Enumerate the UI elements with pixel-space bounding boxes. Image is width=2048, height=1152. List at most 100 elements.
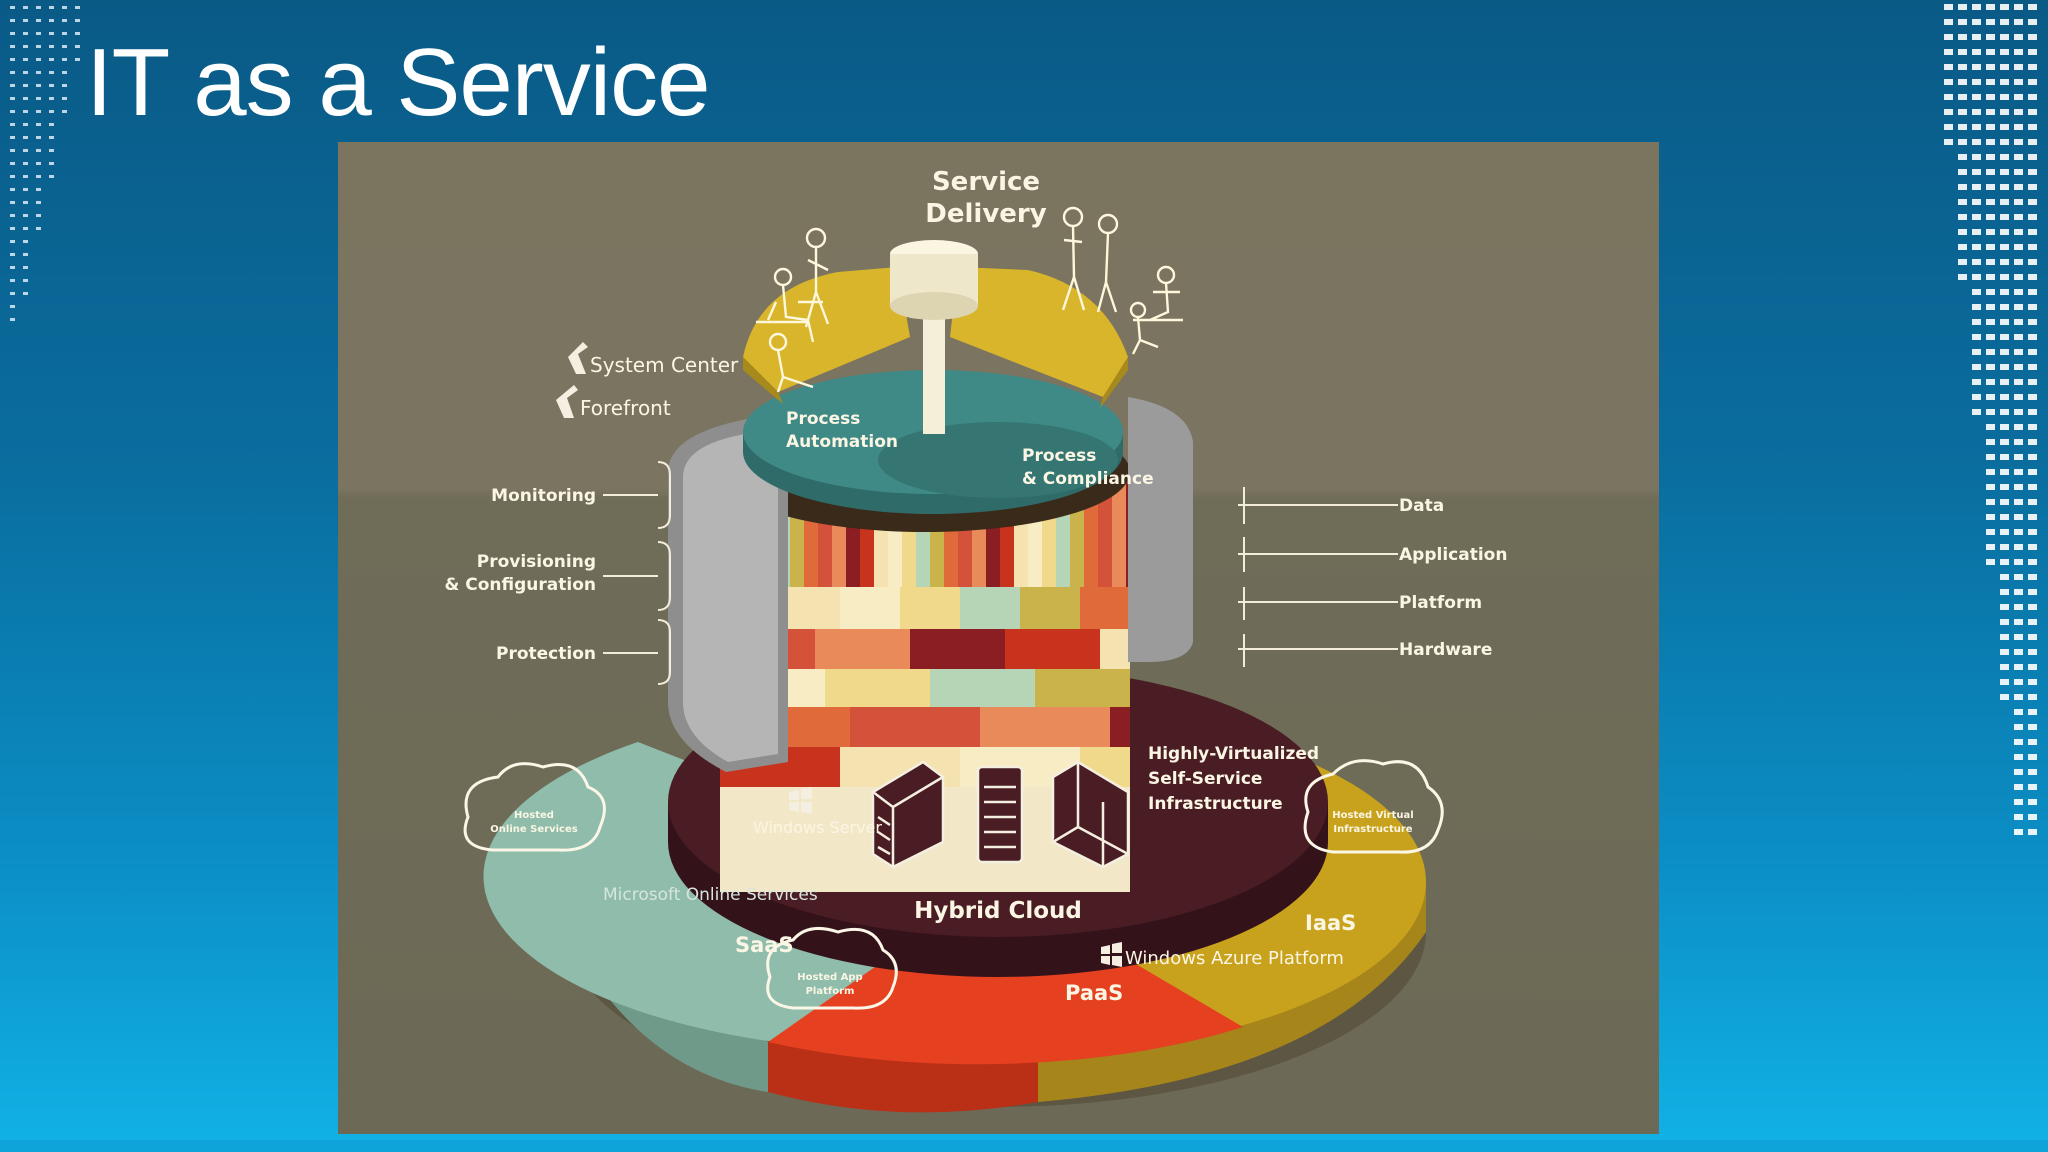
dot [2014,754,2023,760]
dot [36,201,41,204]
dot [49,58,54,61]
dot [36,6,41,9]
dot [1972,349,1981,355]
process-compliance-label-2: & Compliance [1022,469,1154,489]
dot [2014,724,2023,730]
person-icon-left [804,227,830,328]
dot [2028,694,2037,700]
dot [1958,49,1967,55]
dot [2000,34,2009,40]
dot [2000,574,2009,580]
dot [62,19,67,22]
person-icon-left-desk [756,267,823,343]
dot [1972,229,1981,235]
dot [2014,574,2023,580]
dot [2000,694,2009,700]
dot [2014,349,2023,355]
dot [2014,664,2023,670]
dot [10,136,15,139]
right-connector-lines [1238,487,1398,667]
dot [2000,49,2009,55]
dot [2000,319,2009,325]
dot [23,136,28,139]
dot [2014,274,2023,280]
dot [2028,424,2037,430]
dot [1986,454,1995,460]
server-icon-1 [871,760,945,869]
dot [1986,484,1995,490]
dot [36,136,41,139]
dot [62,84,67,87]
dot [10,253,15,256]
dot [1972,379,1981,385]
dot [2028,664,2037,670]
dot [10,201,15,204]
dot [36,58,41,61]
layer-band-segment [1005,629,1100,669]
infrastructure-label-2: Self-Service [1148,769,1262,789]
hosted-app-label-1: Hosted App [797,972,862,983]
dot [1958,169,1967,175]
cloud-hosted-app [766,926,898,1010]
dot [1986,154,1995,160]
layer-band-segment [1112,477,1126,587]
dot [49,136,54,139]
dot [2014,244,2023,250]
dot [36,71,41,74]
dot [2028,619,2037,625]
dot [2028,319,2037,325]
hosted-app-label-2: Platform [806,986,855,997]
person-icon-left-sitting [768,332,814,393]
dot [2028,499,2037,505]
dot [2000,349,2009,355]
hosted-online-label-1: Hosted [514,810,554,821]
dot [1958,199,1967,205]
dot [23,45,28,48]
dot [1972,19,1981,25]
iaas-label: IaaS [1305,911,1356,935]
dot [1958,229,1967,235]
dot [2000,109,2009,115]
dot [1972,394,1981,400]
dot [62,45,67,48]
dot [2014,109,2023,115]
dot [2028,244,2037,250]
dot [2028,679,2037,685]
dot [2028,394,2037,400]
layer-band-segment [930,669,1035,707]
dot [1944,34,1953,40]
dot [1972,244,1981,250]
dot [2014,229,2023,235]
dot [2014,469,2023,475]
dot [1944,49,1953,55]
system-center-label: System Center [590,353,739,377]
dot [36,19,41,22]
dot [2000,274,2009,280]
dot [2000,529,2009,535]
dot [1972,79,1981,85]
dot [1986,409,1995,415]
dot [2014,409,2023,415]
dot [2028,4,2037,10]
dot [2000,589,2009,595]
hosted-online-label-2: Online Services [490,824,577,835]
dot [2014,319,2023,325]
dot [2014,514,2023,520]
dot [1958,244,1967,250]
dot [2028,64,2037,70]
dot [2028,409,2037,415]
dot [1958,154,1967,160]
cloud-icons [463,759,1444,1010]
layer-band-segment [1035,669,1130,707]
dot [2000,484,2009,490]
dot [2014,619,2023,625]
dot [2014,79,2023,85]
dot [2028,94,2037,100]
dot [2000,499,2009,505]
dot [2014,259,2023,265]
dot [2000,304,2009,310]
dot [2028,19,2037,25]
dot [23,97,28,100]
dot [75,19,80,22]
dot [2028,379,2037,385]
